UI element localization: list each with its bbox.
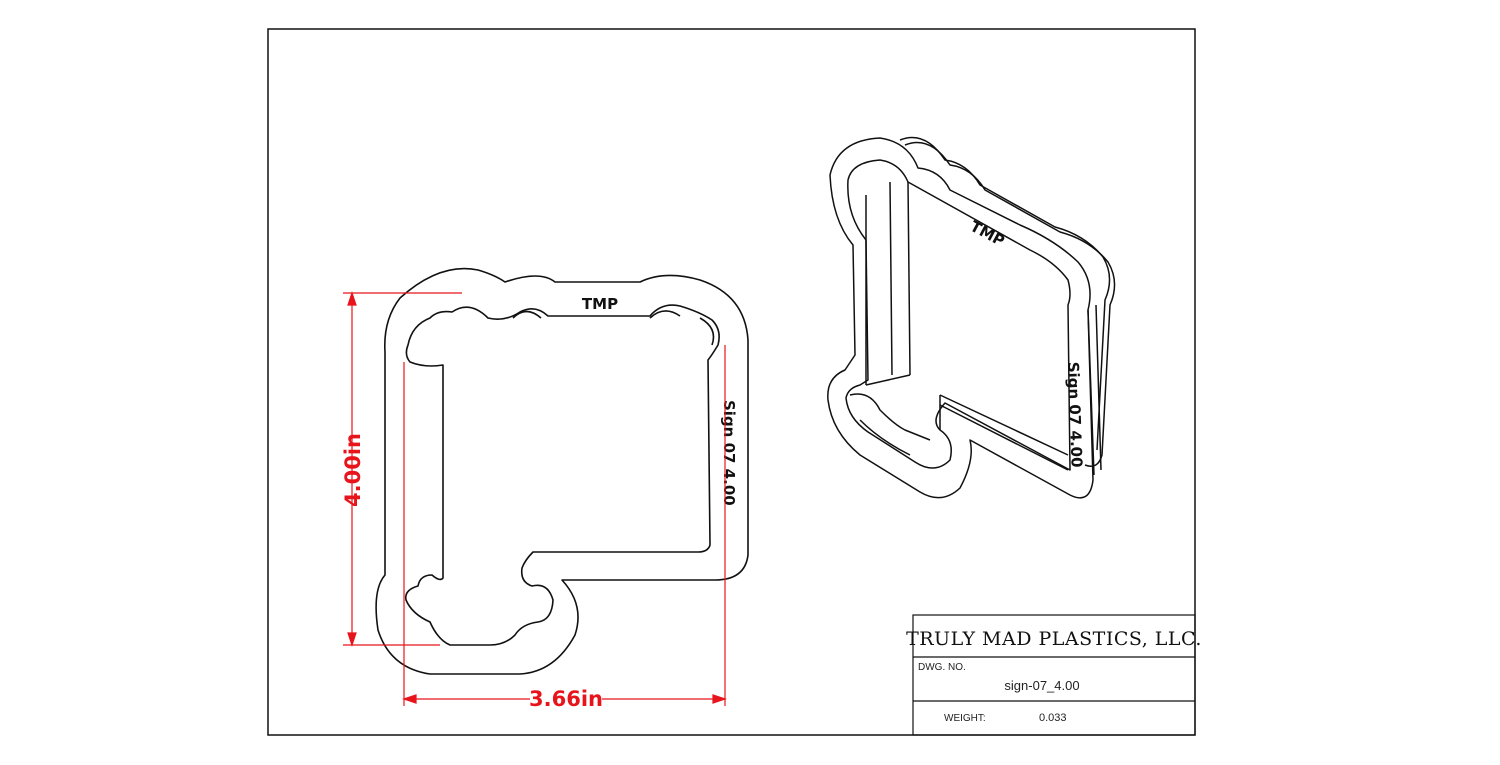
iso-side-label: Sign 07 4.00 (1064, 362, 1086, 468)
front-top-label: TMP (582, 295, 618, 313)
iso-top-label: TMP (967, 217, 1007, 250)
height-dimension (343, 291, 462, 647)
height-dimension-label: 4.00in (341, 433, 365, 507)
front-side-label: Sign 07 4.00 (720, 400, 738, 506)
isometric-view (827, 136, 1116, 499)
width-dimension (402, 345, 727, 706)
front-outer-outline (375, 267, 749, 675)
dwg-no-label: DWG. NO. (918, 662, 966, 673)
title-block (912, 614, 1196, 736)
iso-outer-outline (827, 137, 1094, 499)
front-view (375, 267, 749, 675)
dwg-no-value: sign-07_4.00 (1004, 678, 1079, 693)
drawing-border (267, 28, 1196, 736)
front-inner-outline (404, 304, 720, 646)
width-dimension-label: 3.66in (529, 687, 603, 711)
company-name: TRULY MAD PLASTICS, LLC. (906, 628, 1202, 650)
weight-value: 0.033 (1039, 712, 1067, 724)
weight-label: WEIGHT: (944, 713, 986, 724)
